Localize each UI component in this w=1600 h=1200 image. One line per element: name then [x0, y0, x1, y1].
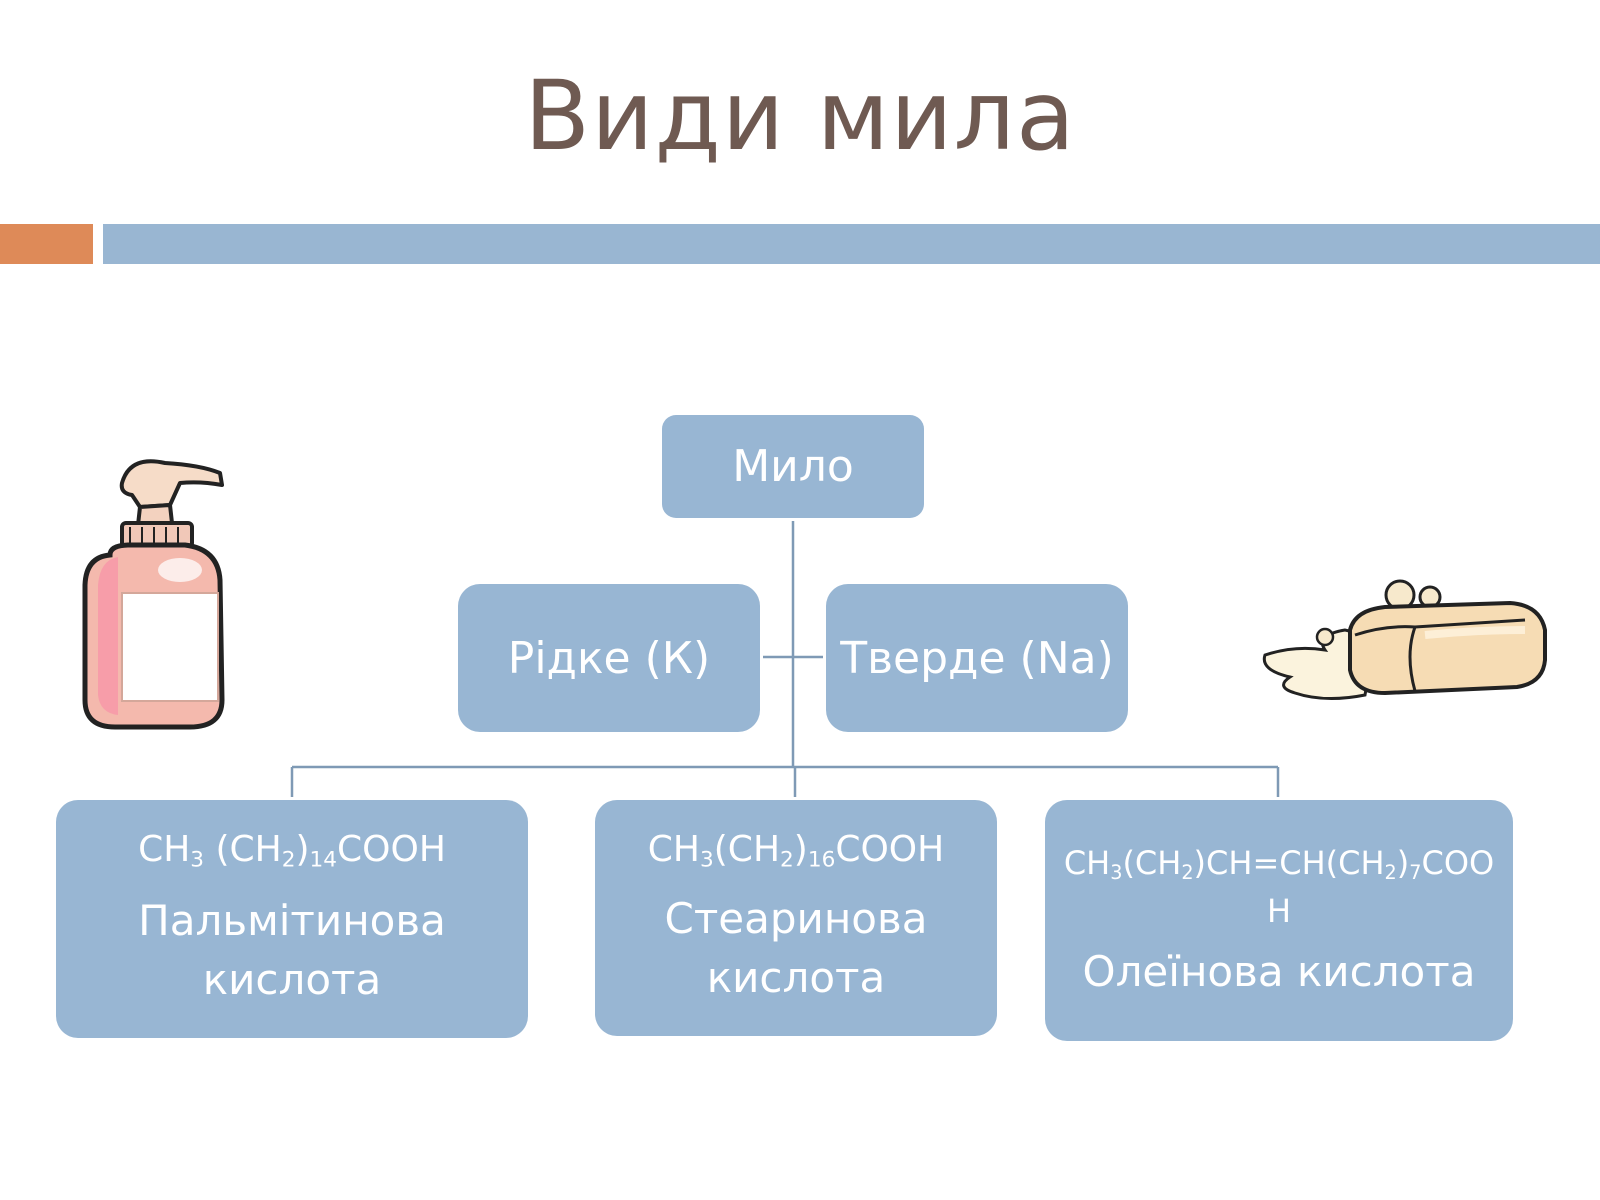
slide-title: Види мила: [524, 60, 1076, 172]
accent-bar-blue: [103, 224, 1600, 264]
root-box-soap: Мило: [662, 415, 924, 518]
acid-box-oleic: CH3(CH2)CH=CH(CH2)7COOH Олеїнова кислота: [1045, 800, 1513, 1041]
root-label: Мило: [732, 441, 854, 492]
acid-box-palmitic: CH3 (CH2)14COOH Пальмітинова кислота: [56, 800, 528, 1038]
acid-formula-stearic: CH3(CH2)16COOH: [647, 828, 945, 873]
liquid-soap-pump-bottle-icon: [82, 459, 225, 730]
type-box-liquid: Рідке (К): [458, 584, 760, 732]
acid-name-palmitic: Пальмітинова кислота: [138, 895, 446, 1004]
accent-bar-orange: [0, 224, 93, 264]
acid-box-stearic: CH3(CH2)16COOH Стеаринова кислота: [595, 800, 997, 1036]
type-label-solid: Тверде (Nа): [840, 632, 1114, 684]
acid-formula-palmitic: CH3 (CH2)14COOH: [138, 828, 446, 873]
type-label-liquid: Рідке (К): [507, 632, 711, 684]
type-box-solid: Тверде (Nа): [826, 584, 1128, 732]
soap-bar-icon: [1262, 579, 1547, 701]
acid-name-stearic: Стеаринова кислота: [664, 893, 928, 1002]
acid-formula-oleic: CH3(CH2)CH=CH(CH2)7COOH: [1063, 844, 1495, 931]
acid-name-oleic: Олеїнова кислота: [1082, 947, 1476, 997]
